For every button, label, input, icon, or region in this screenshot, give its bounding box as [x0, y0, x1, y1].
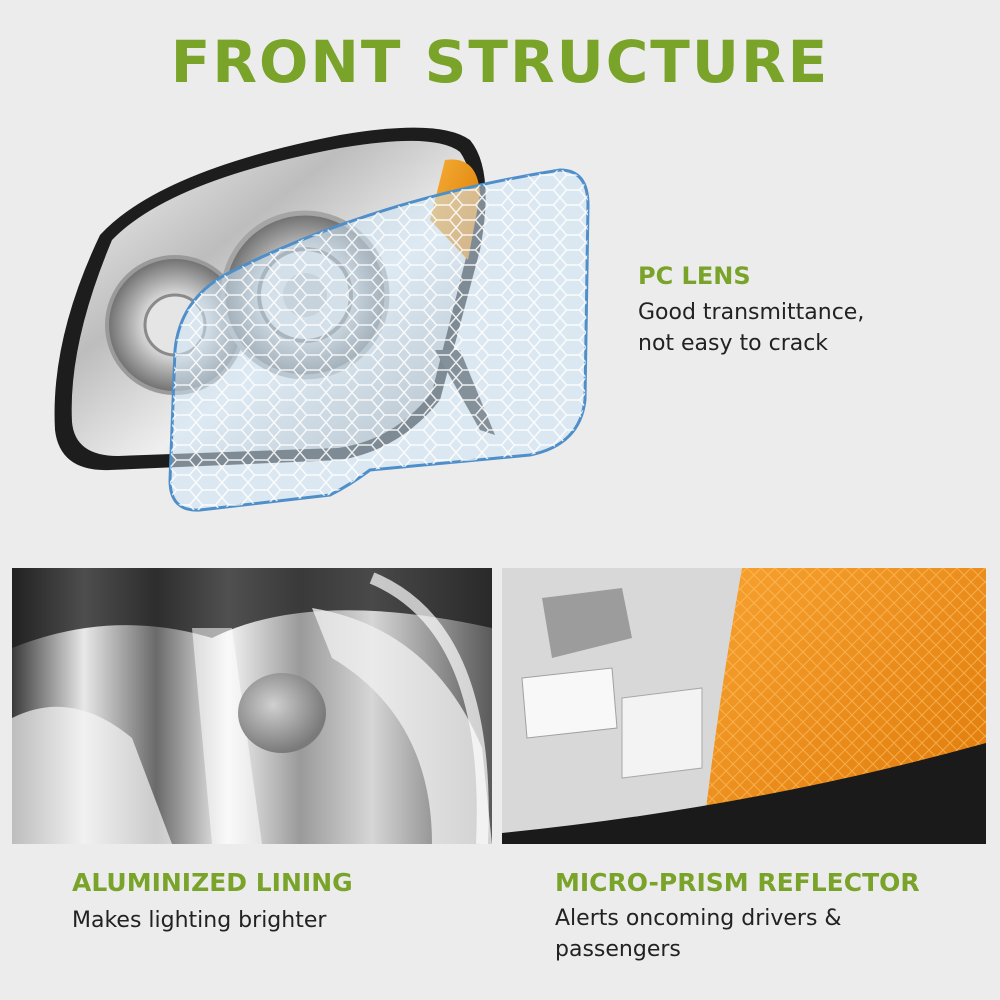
micro-prism-desc-line2: passengers [555, 937, 681, 962]
pc-lens-desc: Good transmittance, not easy to crack [638, 297, 864, 359]
micro-prism-desc-line1: Alerts oncoming drivers & [555, 906, 842, 931]
aluminized-desc-line1: Makes lighting brighter [72, 908, 327, 933]
page-title: FRONT STRUCTURE [170, 28, 830, 96]
micro-prism-reflector-photo [502, 568, 986, 844]
pc-lens-desc-line2: not easy to crack [638, 331, 829, 356]
pc-lens-title: PC LENS [638, 262, 751, 290]
aluminized-desc: Makes lighting brighter [72, 905, 326, 936]
micro-prism-desc: Alerts oncoming drivers & passengers [555, 903, 842, 965]
headlight-image [40, 100, 620, 540]
micro-prism-title: MICRO-PRISM REFLECTOR [555, 868, 920, 897]
pc-lens-desc-line1: Good transmittance, [638, 300, 865, 325]
aluminized-title: ALUMINIZED LINING [72, 868, 353, 897]
aluminized-lining-photo [12, 568, 492, 844]
